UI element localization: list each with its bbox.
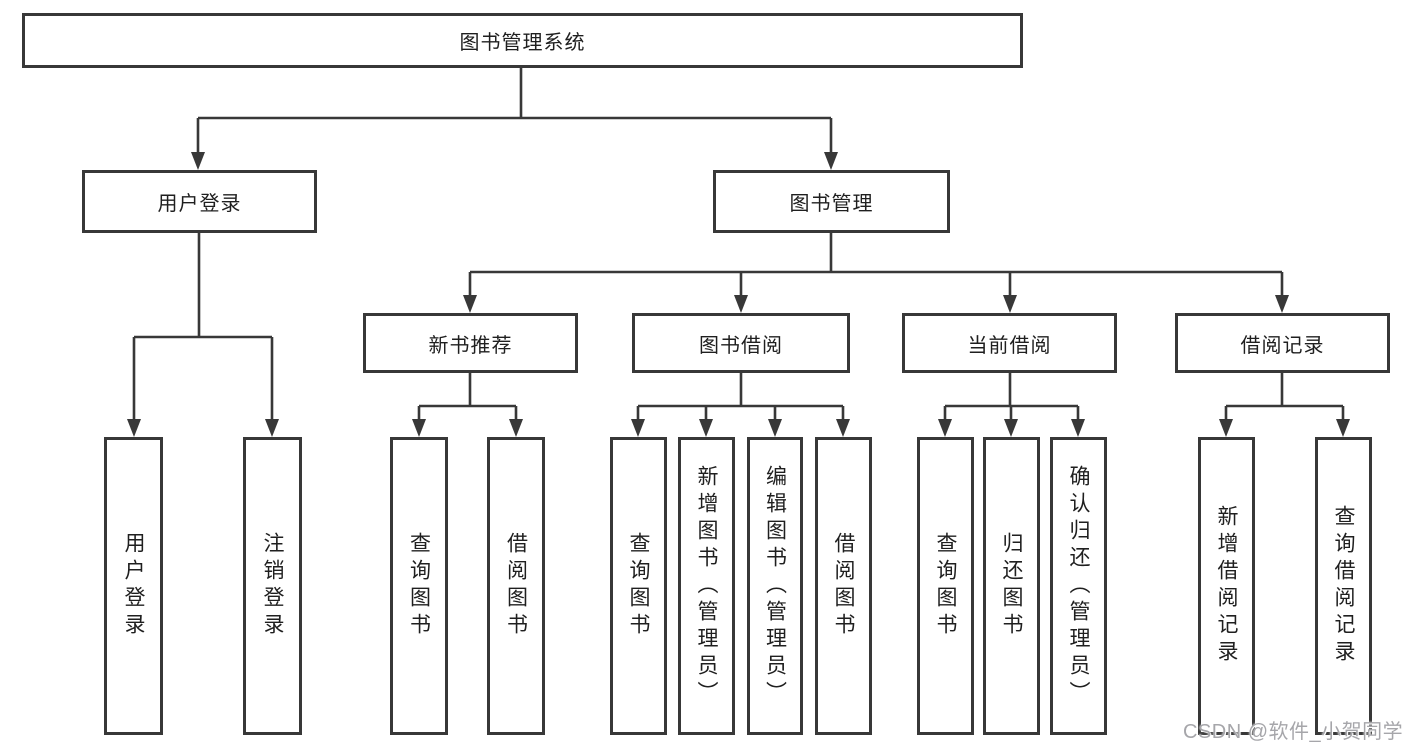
leaf-return-books: 归还图书 <box>983 437 1040 735</box>
node-root: 图书管理系统 <box>22 13 1023 68</box>
leaf-label: 新增借阅记录 <box>1215 505 1238 667</box>
leaf-query-books-current: 查询图书 <box>917 437 974 735</box>
leaf-user-login: 用户登录 <box>104 437 163 735</box>
leaf-borrow-books: 借阅图书 <box>815 437 872 735</box>
leaf-query-books-borrow: 查询图书 <box>610 437 667 735</box>
node-borrowing-records: 借阅记录 <box>1175 313 1390 373</box>
leaf-label: 注销登录 <box>261 532 284 640</box>
node-new-book-recommend: 新书推荐 <box>363 313 578 373</box>
leaf-query-borrow-record: 查询借阅记录 <box>1315 437 1372 735</box>
leaf-label: 借阅图书 <box>832 532 855 640</box>
node-current-borrowing: 当前借阅 <box>902 313 1117 373</box>
leaf-logout: 注销登录 <box>243 437 302 735</box>
leaf-label: 用户登录 <box>122 532 145 640</box>
watermark: CSDN @软件_小贺同学 <box>1183 721 1404 743</box>
leaf-edit-books-admin: 编辑图书（管理员） <box>747 437 803 735</box>
node-user-login-group: 用户登录 <box>82 170 317 233</box>
node-book-borrowing: 图书借阅 <box>632 313 850 373</box>
leaf-label: 借阅图书 <box>504 532 528 640</box>
leaf-label: 编辑图书（管理员） <box>763 464 787 708</box>
leaf-label: 查询图书 <box>407 532 431 640</box>
leaf-label: 归还图书 <box>1000 532 1023 640</box>
leaf-add-borrow-record: 新增借阅记录 <box>1198 437 1255 735</box>
node-book-management: 图书管理 <box>713 170 950 233</box>
leaf-borrow-books-recommend: 借阅图书 <box>487 437 545 735</box>
leaf-query-books-recommend: 查询图书 <box>390 437 448 735</box>
leaf-label: 新增图书（管理员） <box>695 464 718 708</box>
leaf-label: 查询图书 <box>934 532 957 640</box>
leaf-add-books-admin: 新增图书（管理员） <box>678 437 735 735</box>
leaf-confirm-return-admin: 确认归还（管理员） <box>1050 437 1107 735</box>
leaf-label: 查询图书 <box>627 532 650 640</box>
leaf-label: 查询借阅记录 <box>1332 505 1355 667</box>
leaf-label: 确认归还（管理员） <box>1067 464 1090 708</box>
arrowheads <box>127 152 1350 437</box>
